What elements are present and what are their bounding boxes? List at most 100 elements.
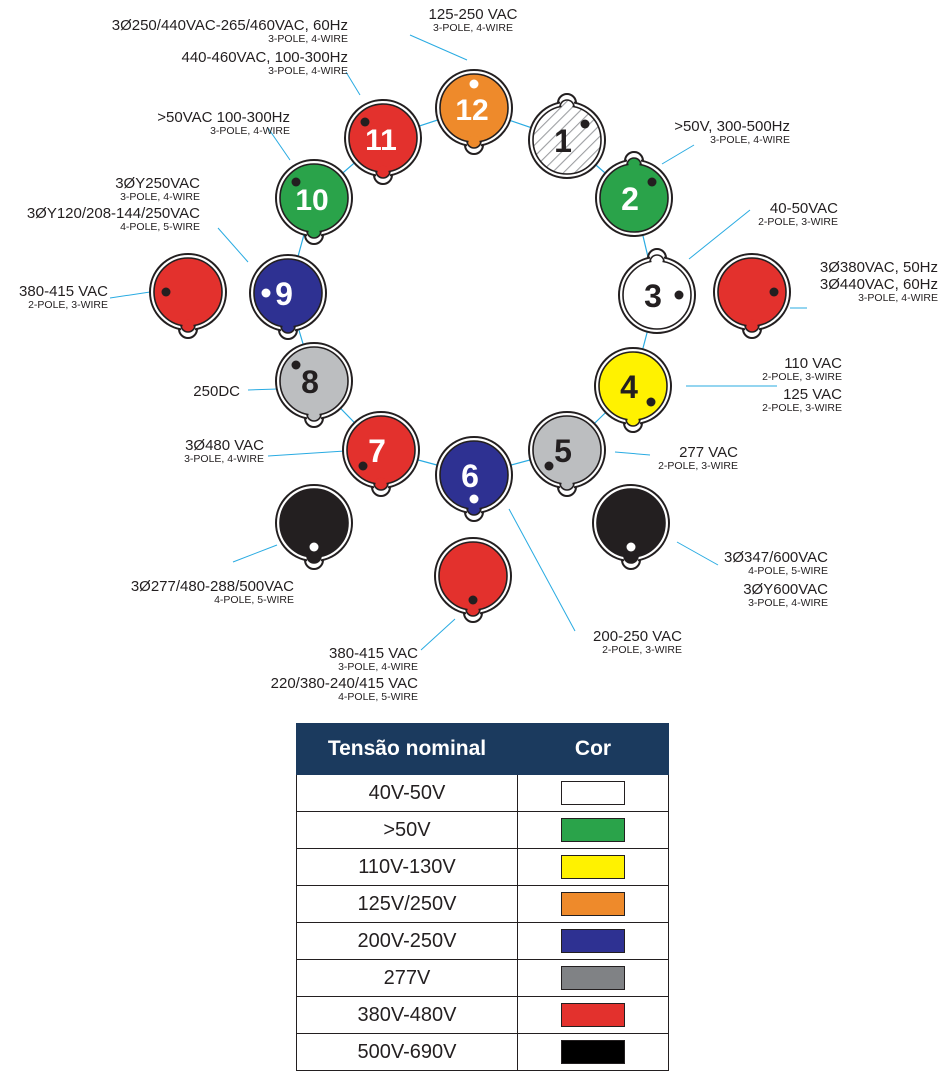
leader-line: [267, 127, 291, 161]
legend-row: 500V-690V: [296, 1033, 669, 1071]
leader-line: [409, 34, 468, 61]
key-notch-fill: [377, 165, 389, 177]
connector-pos-8: 8: [275, 342, 353, 428]
legend-row: 380V-480V: [296, 996, 669, 1034]
key-notch-fill: [468, 135, 480, 147]
key-notch-fill: [651, 256, 663, 268]
legend-row: 110V-130V: [296, 848, 669, 886]
connector-pos-10: 10: [275, 159, 353, 245]
connector-pos-6: 6: [435, 436, 513, 522]
leader-line: [247, 388, 279, 391]
leader-line: [109, 291, 151, 299]
leader-line: [676, 541, 719, 566]
key-notch-fill: [467, 603, 479, 615]
legend-color-cell: [517, 1033, 669, 1071]
leader-line: [420, 618, 456, 651]
key-notch-fill: [182, 319, 194, 331]
color-swatch: [561, 1040, 625, 1064]
pin-dot: [647, 177, 657, 187]
pin-dot: [291, 177, 301, 187]
legend-color-cell: [517, 959, 669, 997]
connector-pos-11: 11: [344, 99, 422, 185]
leader-line: [232, 544, 278, 563]
color-swatch: [561, 781, 625, 805]
color-swatch: [561, 966, 625, 990]
legend-color-cell: [517, 996, 669, 1034]
position-number: 8: [301, 364, 319, 400]
position-number: 5: [554, 433, 572, 469]
pin-dot: [161, 287, 171, 297]
connector-pos-4: 4: [594, 347, 672, 433]
key-notch-fill: [625, 550, 637, 562]
legend-color-cell: [517, 811, 669, 849]
key-notch-fill: [561, 101, 573, 113]
position-number: 10: [295, 184, 328, 217]
connector-pos-2: 2: [595, 151, 673, 237]
position-number: 7: [368, 433, 386, 469]
connector-pos-1: 1: [528, 93, 606, 179]
legend-color-cell: [517, 885, 669, 923]
label-red-right-a: 3Ø380VAC, 50Hz: [819, 259, 938, 276]
key-notch-fill: [375, 477, 387, 489]
key-notch-fill: [746, 319, 758, 331]
connector-extra-red-right: [713, 253, 791, 339]
legend-header-color: Cor: [517, 723, 669, 775]
color-swatch: [561, 892, 625, 916]
position-number: 6: [461, 458, 479, 494]
legend-row: 200V-250V: [296, 922, 669, 960]
pin-dot: [469, 79, 479, 89]
legend-header-voltage: Tensão nominal: [296, 723, 518, 775]
key-notch-fill: [468, 502, 480, 514]
legend-row: >50V: [296, 811, 669, 849]
position-number: 3: [644, 278, 662, 314]
connector-pos-12: 12: [435, 69, 513, 155]
connector-pos-3: 3: [618, 248, 696, 334]
position-number: 2: [621, 181, 639, 217]
connector-pos-7: 7: [342, 411, 420, 497]
position-number: 1: [554, 123, 572, 159]
position-number: 11: [365, 124, 397, 157]
legend-color-cell: [517, 922, 669, 960]
color-swatch: [561, 818, 625, 842]
color-swatch: [561, 929, 625, 953]
legend-voltage: 125V/250V: [296, 885, 518, 923]
pin-dot: [468, 595, 478, 605]
legend-voltage: 500V-690V: [296, 1033, 518, 1071]
pin-dot: [580, 119, 590, 129]
legend-color-cell: [517, 848, 669, 886]
legend-row: 277V: [296, 959, 669, 997]
pin-dot: [769, 287, 779, 297]
legend-row: 40V-50V: [296, 774, 669, 812]
pin-dot: [626, 542, 636, 552]
connector-extra-red-bottom: [434, 537, 512, 623]
key-notch-fill: [627, 413, 639, 425]
connector-extra-black-left: [275, 484, 353, 570]
pin-dot: [469, 494, 479, 504]
connector-pos-5: 5: [528, 411, 606, 497]
color-swatch: [561, 855, 625, 879]
legend-row: 125V/250V: [296, 885, 669, 923]
leader-line: [267, 450, 346, 457]
position-number: 12: [455, 94, 488, 127]
key-notch-fill: [308, 225, 320, 237]
key-notch-fill: [628, 159, 640, 171]
key-notch-fill: [561, 477, 573, 489]
pin-dot: [674, 290, 684, 300]
key-notch-fill: [308, 408, 320, 420]
